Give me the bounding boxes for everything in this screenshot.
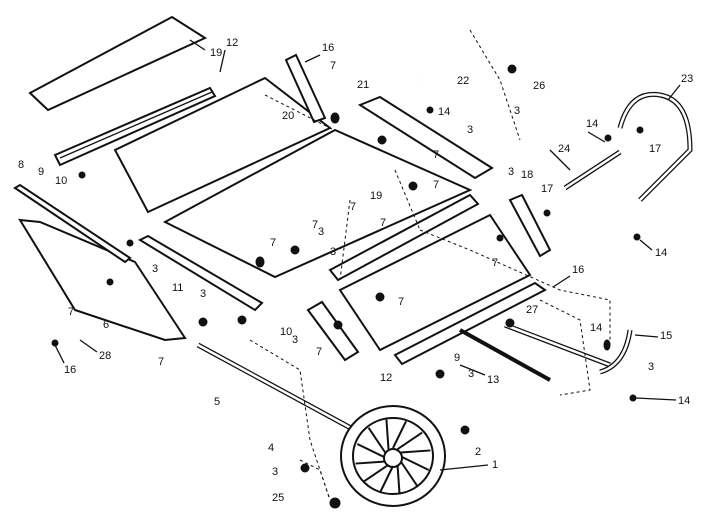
- wheel-spoke: [392, 420, 407, 449]
- callout-14: 14: [586, 118, 598, 130]
- callout-3: 3: [468, 368, 474, 380]
- callout-7: 7: [158, 356, 164, 368]
- callout-13: 13: [487, 374, 499, 386]
- callout-3: 3: [467, 124, 473, 136]
- callout-27: 27: [526, 304, 538, 316]
- callout-28: 28: [99, 350, 111, 362]
- handle-bar-22: [419, 5, 664, 140]
- callout-9: 9: [38, 166, 44, 178]
- left-side-panel: [13, 183, 187, 342]
- callout-3: 3: [648, 361, 654, 373]
- callout-14: 14: [655, 247, 667, 259]
- callout-12: 12: [226, 37, 238, 49]
- bracket-16-upper: [284, 53, 327, 124]
- side-rail-9-upper: [53, 86, 217, 167]
- callout-7: 7: [330, 60, 336, 72]
- axle-5: [196, 342, 362, 436]
- callout-3: 3: [318, 226, 324, 238]
- callout-7: 7: [433, 179, 439, 191]
- callout-25: 25: [272, 492, 284, 504]
- callout-7: 7: [68, 306, 74, 318]
- wheel-spoke: [385, 419, 390, 450]
- callout-4: 4: [268, 442, 274, 454]
- top-rail-19: [28, 15, 208, 112]
- callout-20: 20: [282, 110, 294, 122]
- bracket-11: [137, 234, 264, 312]
- callout-7: 7: [492, 257, 498, 269]
- callout-17: 17: [541, 183, 553, 195]
- wheel-spoke: [396, 431, 423, 451]
- brace-13: [459, 322, 611, 382]
- callout-11: 11: [172, 282, 183, 294]
- wheel-1: [340, 405, 446, 507]
- stand-15: [599, 329, 633, 375]
- callout-7: 7: [398, 296, 404, 308]
- callout-3: 3: [514, 105, 520, 117]
- callout-3: 3: [152, 263, 158, 275]
- callout-21: 21: [357, 79, 369, 91]
- callout-9: 9: [454, 352, 460, 364]
- bracket-10-lower: [306, 300, 360, 362]
- callout-3: 3: [508, 166, 514, 178]
- callout-16: 16: [64, 364, 76, 376]
- wheel-spoke: [355, 460, 386, 465]
- brace-24: [563, 149, 622, 191]
- callout-1: 1: [492, 459, 498, 471]
- wheel-spoke: [363, 463, 390, 483]
- callout-26: 26: [533, 80, 545, 92]
- wheel-spoke: [399, 460, 419, 487]
- callout-2: 2: [475, 446, 481, 458]
- callout-7: 7: [270, 237, 276, 249]
- callout-3: 3: [292, 334, 298, 346]
- callout-3: 3: [200, 288, 206, 300]
- wheel-spoke: [356, 443, 385, 458]
- handle-bar-23: [617, 91, 693, 202]
- callout-16: 16: [322, 42, 334, 54]
- wheel-spoke: [396, 464, 401, 495]
- callout-14: 14: [438, 106, 450, 118]
- callout-10: 10: [55, 175, 67, 187]
- callout-18: 18: [521, 169, 533, 181]
- brace-18: [508, 193, 552, 258]
- callout-19: 19: [210, 47, 222, 59]
- floor-panel: [162, 128, 473, 279]
- callout-7: 7: [380, 217, 386, 229]
- callout-24: 24: [558, 143, 570, 155]
- callout-17: 17: [649, 143, 661, 155]
- fasteners: [51, 64, 644, 509]
- leader-lines: [54, 39, 681, 471]
- callout-3: 3: [272, 466, 278, 478]
- callout-22: 22: [457, 75, 469, 87]
- side-rail-9-lower: [393, 281, 547, 366]
- callout-16: 16: [572, 264, 584, 276]
- wheel-spoke: [379, 465, 394, 494]
- callout-7: 7: [433, 149, 439, 161]
- right-side-panel: [338, 213, 532, 352]
- callout-15: 15: [660, 330, 672, 342]
- callout-7: 7: [312, 219, 318, 231]
- callout-12: 12: [380, 372, 392, 384]
- callout-5: 5: [214, 396, 220, 408]
- callout-labels: 1 2 3 3 3 3 3 3 3 3 3 3 3 4 5 6 7 7 7 7 …: [18, 37, 693, 504]
- wheel-spoke: [401, 456, 430, 471]
- callout-7: 7: [350, 201, 356, 213]
- callout-19: 19: [370, 190, 382, 202]
- callout-14: 14: [590, 322, 602, 334]
- front-rail-19: [328, 193, 480, 282]
- callout-10: 10: [280, 326, 292, 338]
- assembly-lines: [249, 29, 611, 501]
- callout-8: 8: [18, 159, 24, 171]
- callout-14: 14: [678, 395, 690, 407]
- wheel-spoke: [400, 449, 431, 454]
- callout-7: 7: [316, 346, 322, 358]
- wheel-spoke: [367, 427, 387, 454]
- callout-23: 23: [681, 73, 693, 85]
- bracket-21: [357, 95, 494, 180]
- callout-3: 3: [330, 246, 336, 258]
- callout-6: 6: [103, 319, 109, 331]
